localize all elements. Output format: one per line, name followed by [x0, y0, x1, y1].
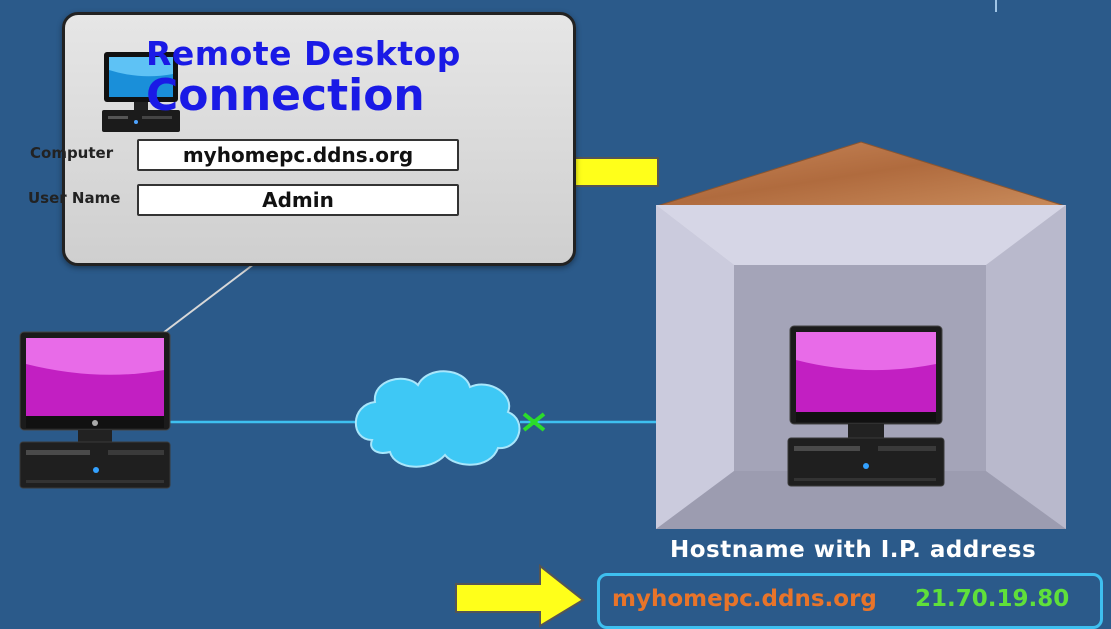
host-ip-label: 21.70.19.80: [915, 586, 1070, 612]
username-field[interactable]: Admin: [137, 184, 459, 216]
computer-label: Computer: [30, 144, 114, 162]
client-computer-icon: [19, 331, 171, 489]
dialog-title-line1: Remote Desktop: [146, 34, 461, 73]
dialog-title-line2: Connection: [146, 70, 425, 121]
connection-marker-icon: [522, 412, 546, 432]
arrow-right-icon: [455, 563, 585, 628]
hostname-caption: Hostname with I.P. address: [670, 537, 1037, 563]
host-name-label: myhomepc.ddns.org: [612, 586, 877, 612]
dialog-computer-icon: [102, 52, 180, 132]
house-roof: [656, 141, 1066, 207]
host-computer-icon: [787, 325, 945, 487]
host-address-box: [597, 573, 1103, 629]
computer-field[interactable]: myhomepc.ddns.org: [137, 139, 459, 171]
cloud-icon: [354, 370, 521, 468]
dialog-connector-line: [162, 263, 255, 334]
username-label: User Name: [28, 189, 121, 207]
